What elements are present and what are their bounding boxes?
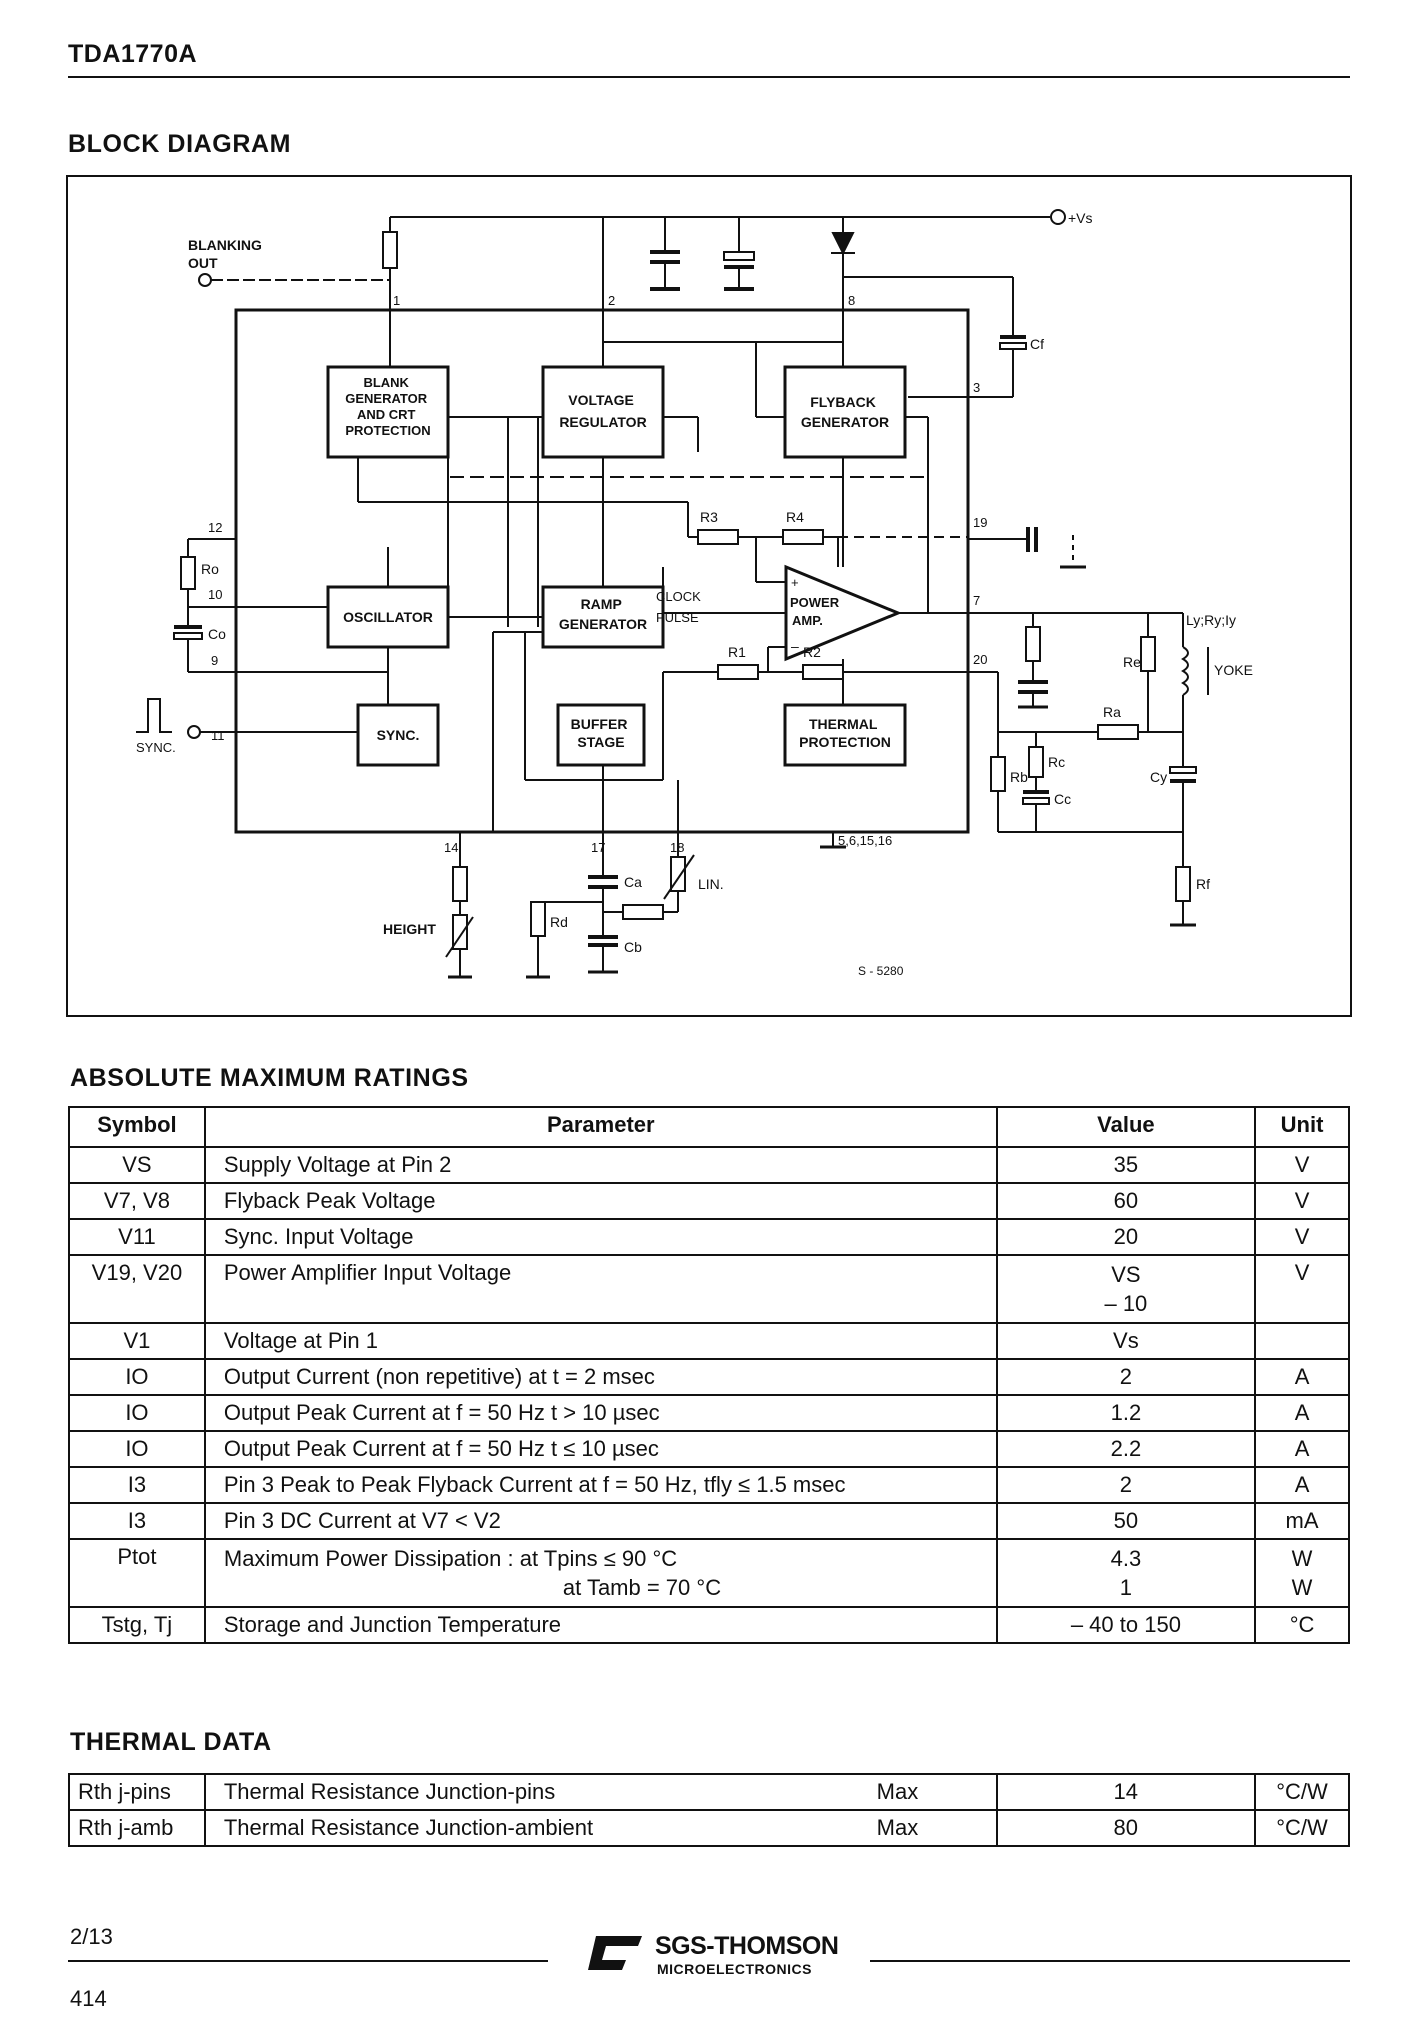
clock-label: CLOCK [656,589,701,604]
svg-text:11: 11 [211,728,225,743]
svg-text:2: 2 [608,293,615,308]
brand-name: SGS-THOMSON [655,1932,839,1960]
svg-text:Rc: Rc [1048,754,1065,770]
svg-text:R4: R4 [786,509,804,525]
page-number: 2/13 [70,1924,113,1949]
svg-text:14: 14 [444,840,458,855]
table-row: Rth j-pins Thermal Resistance Junction-p… [68,1773,1350,1811]
block-diagram: +Vs BLANKING OUT 1 2 8 Cf 3 BLANK GENERA… [66,175,1352,1017]
svg-text:THERMAL PROTECTION: THERMAL PROTECTION [799,716,891,750]
svg-text:FLYBACK GENERATOR: FLYBACK GENERATOR [801,394,889,430]
diagram-ref: S - 5280 [858,964,904,978]
svg-text:–: – [791,638,799,654]
svg-text:Cc: Cc [1054,791,1071,807]
flyback-generator-block [783,365,907,459]
lyryly-label: Ly;Ry;Iy [1186,612,1236,628]
header-unit: Unit [1254,1106,1350,1148]
svg-text:7: 7 [973,593,980,608]
table-header-row: Symbol Parameter Value Unit [68,1106,1350,1148]
svg-text:10: 10 [208,587,222,602]
brand-subtitle: MICROELECTRONICS [657,1961,812,1977]
svg-text:8: 8 [848,293,855,308]
svg-text:VOLTAGE REGULATOR: VOLTAGE REGULATOR [559,392,646,430]
svg-text:R3: R3 [700,509,718,525]
table-row: Rth j-amb Thermal Resistance Junction-am… [68,1809,1350,1847]
svg-text:Re: Re [1123,654,1141,670]
section-title-thermal-data: THERMAL DATA [70,1728,272,1756]
header-rule [68,76,1350,78]
st-logo-icon [582,1930,646,1977]
svg-text:R1: R1 [728,644,746,660]
blanking-label: BLANKING [188,237,262,253]
footer-rule-left [68,1960,548,1962]
svg-text:Cy: Cy [1150,769,1167,785]
svg-text:Co: Co [208,626,226,642]
header-symbol: Symbol [68,1106,206,1148]
svg-text:RAMP GENERATOR: RAMP GENERATOR [559,596,647,632]
section-title-absolute-max: ABSOLUTE MAXIMUM RATINGS [70,1064,469,1092]
height-label: HEIGHT [383,921,436,937]
svg-text:POWER AMP.: POWER AMP. [790,595,843,628]
pulse-label: PULSE [656,610,699,625]
blank-generator-block [326,365,450,459]
out-label: OUT [188,255,218,271]
svg-text:Cb: Cb [624,939,642,955]
svg-text:Ca: Ca [624,874,642,890]
svg-text:Rf: Rf [1196,876,1210,892]
svg-text:3: 3 [973,380,980,395]
sync-input-label: SYNC. [136,740,176,755]
header-parameter: Parameter [203,1106,998,1148]
thermal-protection-block [783,703,907,767]
header-value: Value [995,1106,1257,1148]
svg-text:Ra: Ra [1103,704,1121,720]
document-part-number: TDA1770A [68,40,198,68]
svg-text:R2: R2 [803,644,821,660]
svg-text:BLANK GENERATOR AND CR: BLANK GENERATOR AND CRT PROTECTION [345,375,430,438]
svg-text:+: + [791,575,799,590]
sync-block [356,703,440,767]
svg-text:19: 19 [973,515,987,530]
svg-text:5,6,15,16: 5,6,15,16 [838,833,892,848]
svg-text:12: 12 [208,520,222,535]
yoke-label: YOKE [1214,662,1253,678]
svg-text:Cf: Cf [1030,336,1044,352]
svg-text:Rb: Rb [1010,769,1028,785]
lin-label: LIN. [698,876,724,892]
vs-label: +Vs [1068,210,1093,226]
svg-text:20: 20 [973,652,987,667]
svg-text:SYNC.: SYNC. [377,727,420,743]
thermal-data-table: Rth j-pins Thermal Resistance Junction-p… [68,1773,1350,1847]
svg-text:Ro: Ro [201,561,219,577]
svg-text:OSCILLATOR: OSCILLATOR [343,609,433,625]
section-title-block-diagram: BLOCK DIAGRAM [68,130,292,158]
footer-rule-right [870,1960,1350,1962]
svg-text:9: 9 [211,653,218,668]
page-code: 414 [70,1986,107,2011]
voltage-regulator-block [541,365,665,459]
svg-text:17: 17 [591,840,605,855]
svg-text:Rd: Rd [550,914,568,930]
ramp-generator-block [541,585,665,649]
svg-text:1: 1 [393,293,400,308]
buffer-stage-block [556,703,646,767]
svg-text:BUFFER STAGE: BUFFER STAGE [571,716,632,750]
